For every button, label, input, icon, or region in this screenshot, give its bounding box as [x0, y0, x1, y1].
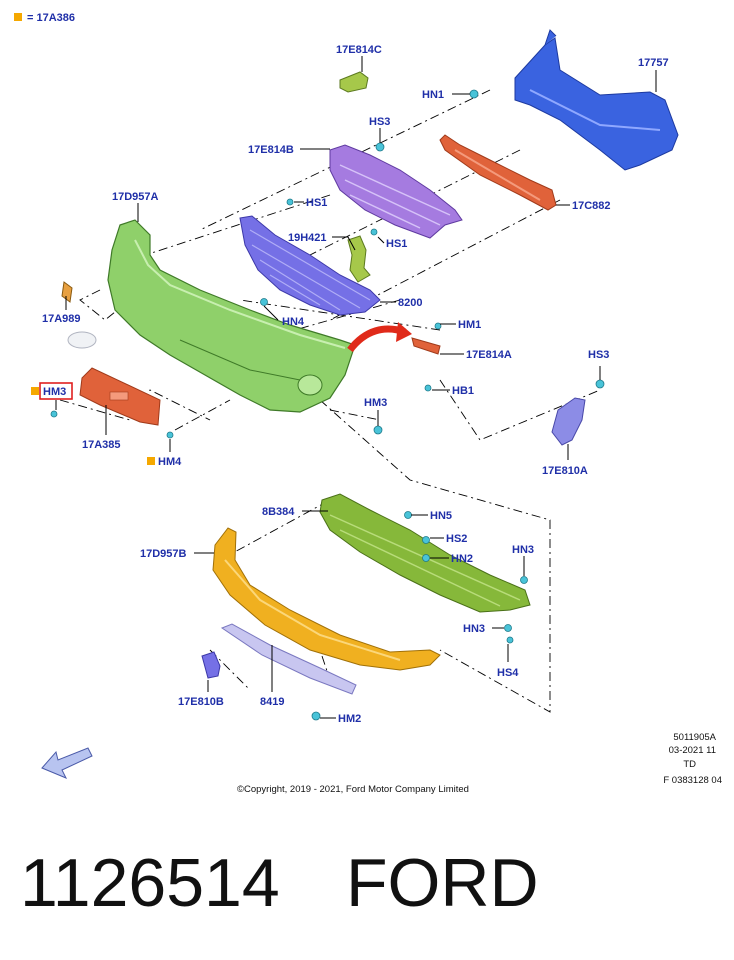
- hm3-highlight-box: [39, 382, 73, 400]
- fastener-hn2-icon[interactable]: [422, 554, 430, 562]
- copyright: ©Copyright, 2019 - 2021, Ford Motor Comp…: [237, 784, 469, 795]
- fastener-hb1-icon[interactable]: [424, 384, 432, 392]
- label-hs1-lower[interactable]: HS1: [386, 238, 407, 250]
- upper-grille-17E814B[interactable]: [329, 144, 463, 239]
- reinforcement-beam-17757[interactable]: [514, 29, 679, 171]
- fastener-hs1b-icon[interactable]: [370, 228, 378, 236]
- label-17A989[interactable]: 17A989: [42, 313, 81, 325]
- label-hn3-right[interactable]: HN3: [512, 544, 534, 556]
- leader-lines: [55, 56, 657, 719]
- label-17E814A[interactable]: 17E814A: [466, 349, 512, 361]
- lip-spoiler-17D957B[interactable]: [212, 527, 441, 671]
- label-17E810B[interactable]: 17E810B: [178, 696, 224, 708]
- label-hn3-lower[interactable]: HN3: [463, 623, 485, 635]
- label-hm3-left[interactable]: HM3: [43, 386, 66, 398]
- legend-text: = 17A386: [27, 12, 75, 24]
- label-hn1[interactable]: HN1: [422, 89, 444, 101]
- fastener-hm2-icon[interactable]: [311, 711, 321, 721]
- label-hn4[interactable]: HN4: [282, 316, 305, 328]
- fastener-hs3b-icon[interactable]: [595, 379, 605, 389]
- fastener-hs4-icon[interactable]: [506, 636, 514, 644]
- label-8B384[interactable]: 8B384: [262, 506, 295, 518]
- absorber-17C882[interactable]: [439, 134, 557, 211]
- fastener-hm4-icon[interactable]: [166, 431, 174, 439]
- bracket-17A989[interactable]: [61, 281, 73, 303]
- label-17E814C[interactable]: 17E814C: [336, 44, 382, 56]
- lower-grille-8200[interactable]: [239, 215, 381, 316]
- fastener-hm3a-icon[interactable]: [50, 410, 58, 418]
- label-17757[interactable]: 17757: [638, 57, 669, 69]
- bracket-17E810B[interactable]: [201, 651, 221, 679]
- fastener-hs3a-icon[interactable]: [375, 142, 385, 152]
- label-hn5[interactable]: HN5: [430, 510, 452, 522]
- fastener-hn1-icon[interactable]: [469, 89, 479, 99]
- assembly-arrow: [347, 322, 412, 353]
- label-hm2[interactable]: HM2: [338, 713, 361, 725]
- label-hm4[interactable]: HM4: [158, 456, 182, 468]
- meta-ref: F 0383128 04: [663, 775, 722, 786]
- legend-marker: [14, 13, 22, 21]
- fastener-hn3a-icon[interactable]: [520, 576, 528, 584]
- lower-shield-8B384[interactable]: [319, 493, 531, 613]
- fastener-hs2-icon[interactable]: [422, 536, 430, 544]
- label-hs1-upper[interactable]: HS1: [306, 197, 327, 209]
- fastener-hm1-icon[interactable]: [434, 322, 442, 330]
- meta-date: 03-2021 11: [669, 745, 716, 756]
- meta-code: 5011905A: [673, 732, 716, 743]
- bracket-17E814C[interactable]: [339, 71, 369, 93]
- fastener-hm3b-icon[interactable]: [373, 425, 383, 435]
- label-hb1[interactable]: HB1: [452, 385, 474, 397]
- label-hn2[interactable]: HN2: [451, 553, 473, 565]
- fastener-hn4-icon[interactable]: [260, 298, 268, 306]
- bracket-17E814A[interactable]: [411, 337, 441, 355]
- fastener-hn5-icon[interactable]: [404, 511, 412, 519]
- label-17C882[interactable]: 17C882: [572, 200, 611, 212]
- label-hs3-right[interactable]: HS3: [588, 349, 609, 361]
- direction-arrow-icon: [41, 747, 93, 779]
- trim-strip-8419[interactable]: [220, 623, 357, 695]
- label-17E814B[interactable]: 17E814B: [248, 144, 294, 156]
- fog-cover[interactable]: [67, 331, 97, 349]
- label-hs4[interactable]: HS4: [497, 667, 519, 679]
- meta-td: TD: [683, 759, 696, 770]
- label-hs2[interactable]: HS2: [446, 533, 467, 545]
- label-8200[interactable]: 8200: [398, 297, 422, 309]
- part-number: 1126514: [20, 845, 280, 921]
- label-17A385[interactable]: 17A385: [82, 439, 121, 451]
- brand-name: FORD: [346, 845, 539, 921]
- label-17E810A[interactable]: 17E810A: [542, 465, 588, 477]
- label-hm3-center[interactable]: HM3: [364, 397, 387, 409]
- label-hs3-top[interactable]: HS3: [369, 116, 390, 128]
- hm4-legend-marker: [147, 457, 155, 465]
- label-17D957B[interactable]: 17D957B: [140, 548, 187, 560]
- bracket-17E810A[interactable]: [551, 397, 586, 446]
- hm3-legend-marker: [31, 387, 39, 395]
- label-hm1[interactable]: HM1: [458, 319, 481, 331]
- fasteners: [50, 89, 605, 721]
- bumper-cover-17D957A[interactable]: [107, 219, 356, 413]
- label-17D957A[interactable]: 17D957A: [112, 191, 159, 203]
- bracket-17A385[interactable]: [79, 367, 161, 426]
- fastener-hs1a-icon[interactable]: [286, 198, 294, 206]
- fastener-hn3b-icon[interactable]: [504, 624, 512, 632]
- label-19H421[interactable]: 19H421: [288, 232, 327, 244]
- label-8419[interactable]: 8419: [260, 696, 284, 708]
